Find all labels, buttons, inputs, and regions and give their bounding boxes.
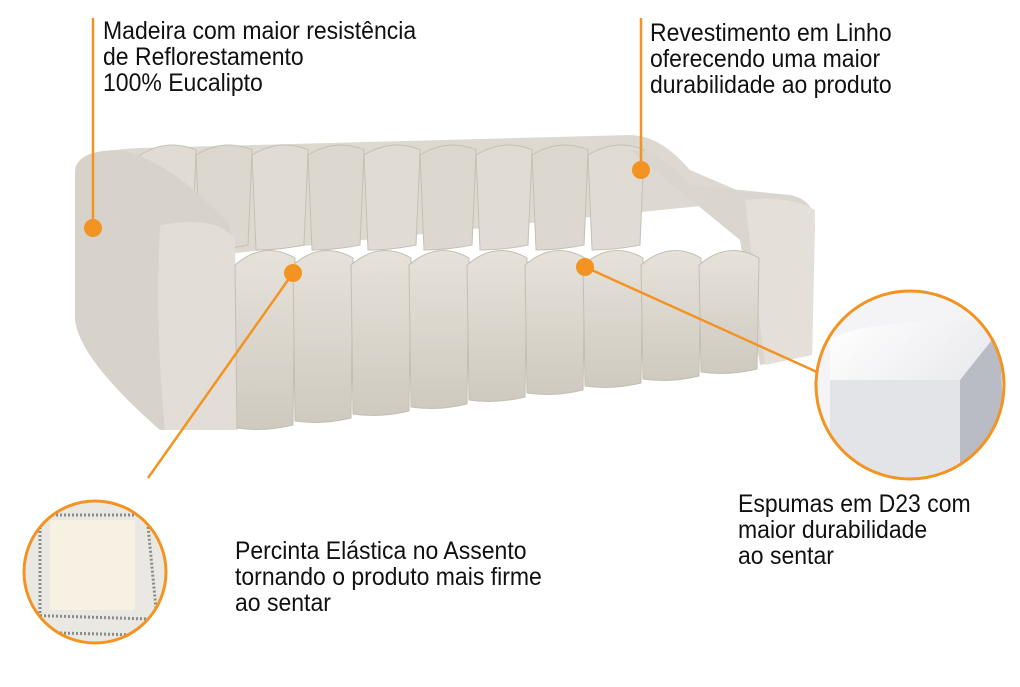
callout-fabric: Revestimento em Linho oferecendo uma mai… bbox=[650, 20, 892, 98]
foam-detail-ring bbox=[814, 289, 1006, 481]
callout-lines bbox=[91, 18, 818, 479]
dot-foam bbox=[576, 258, 594, 276]
back-pleat bbox=[251, 144, 309, 251]
callout-wood-line: Madeira com maior resistência bbox=[103, 17, 417, 45]
webbing-detail-ring bbox=[22, 499, 168, 645]
callout-wood-line: 100% Eucalipto bbox=[103, 69, 263, 97]
seat-pleats bbox=[234, 249, 760, 430]
back-pleat bbox=[475, 144, 533, 251]
callout-foam-line: Espumas em D23 com bbox=[738, 490, 971, 518]
back-pleat bbox=[587, 144, 645, 251]
dot-webbing bbox=[284, 264, 302, 282]
webbing-detail-image bbox=[25, 502, 165, 642]
seat-pleat bbox=[292, 249, 354, 423]
callout-foam-line: maior durabilidade bbox=[738, 516, 928, 544]
callout-foam: Espumas em D23 com maior durabilidade ao… bbox=[738, 491, 971, 569]
callout-wood-line: de Reflorestamento bbox=[103, 43, 304, 71]
seat-pleat bbox=[466, 249, 528, 402]
back-pleat bbox=[419, 144, 477, 251]
callout-foam-line: ao sentar bbox=[738, 542, 834, 570]
seat-pleat bbox=[524, 249, 586, 395]
foam-detail-image bbox=[817, 292, 1003, 478]
callout-fabric-line: oferecendo uma maior bbox=[650, 45, 881, 73]
back-pleat bbox=[307, 144, 365, 251]
back-pleat bbox=[531, 144, 589, 251]
dot-wood bbox=[84, 219, 102, 237]
callout-fabric-line: durabilidade ao produto bbox=[650, 71, 892, 99]
callout-fabric-line: Revestimento em Linho bbox=[650, 19, 892, 47]
seat-pleat bbox=[698, 249, 760, 374]
back-pleat bbox=[363, 144, 421, 251]
callout-webbing-line: tornando o produto mais firme bbox=[235, 563, 542, 591]
callout-wood: Madeira com maior resistência de Reflore… bbox=[103, 18, 416, 96]
callout-webbing: Percinta Elástica no Assento tornando o … bbox=[235, 538, 542, 616]
callout-webbing-line: Percinta Elástica no Assento bbox=[235, 537, 527, 565]
callout-webbing-line: ao sentar bbox=[235, 589, 331, 617]
seat-pleat bbox=[408, 249, 470, 409]
seat-pleat bbox=[350, 249, 412, 416]
callout-dots bbox=[84, 161, 650, 282]
dot-fabric bbox=[632, 161, 650, 179]
